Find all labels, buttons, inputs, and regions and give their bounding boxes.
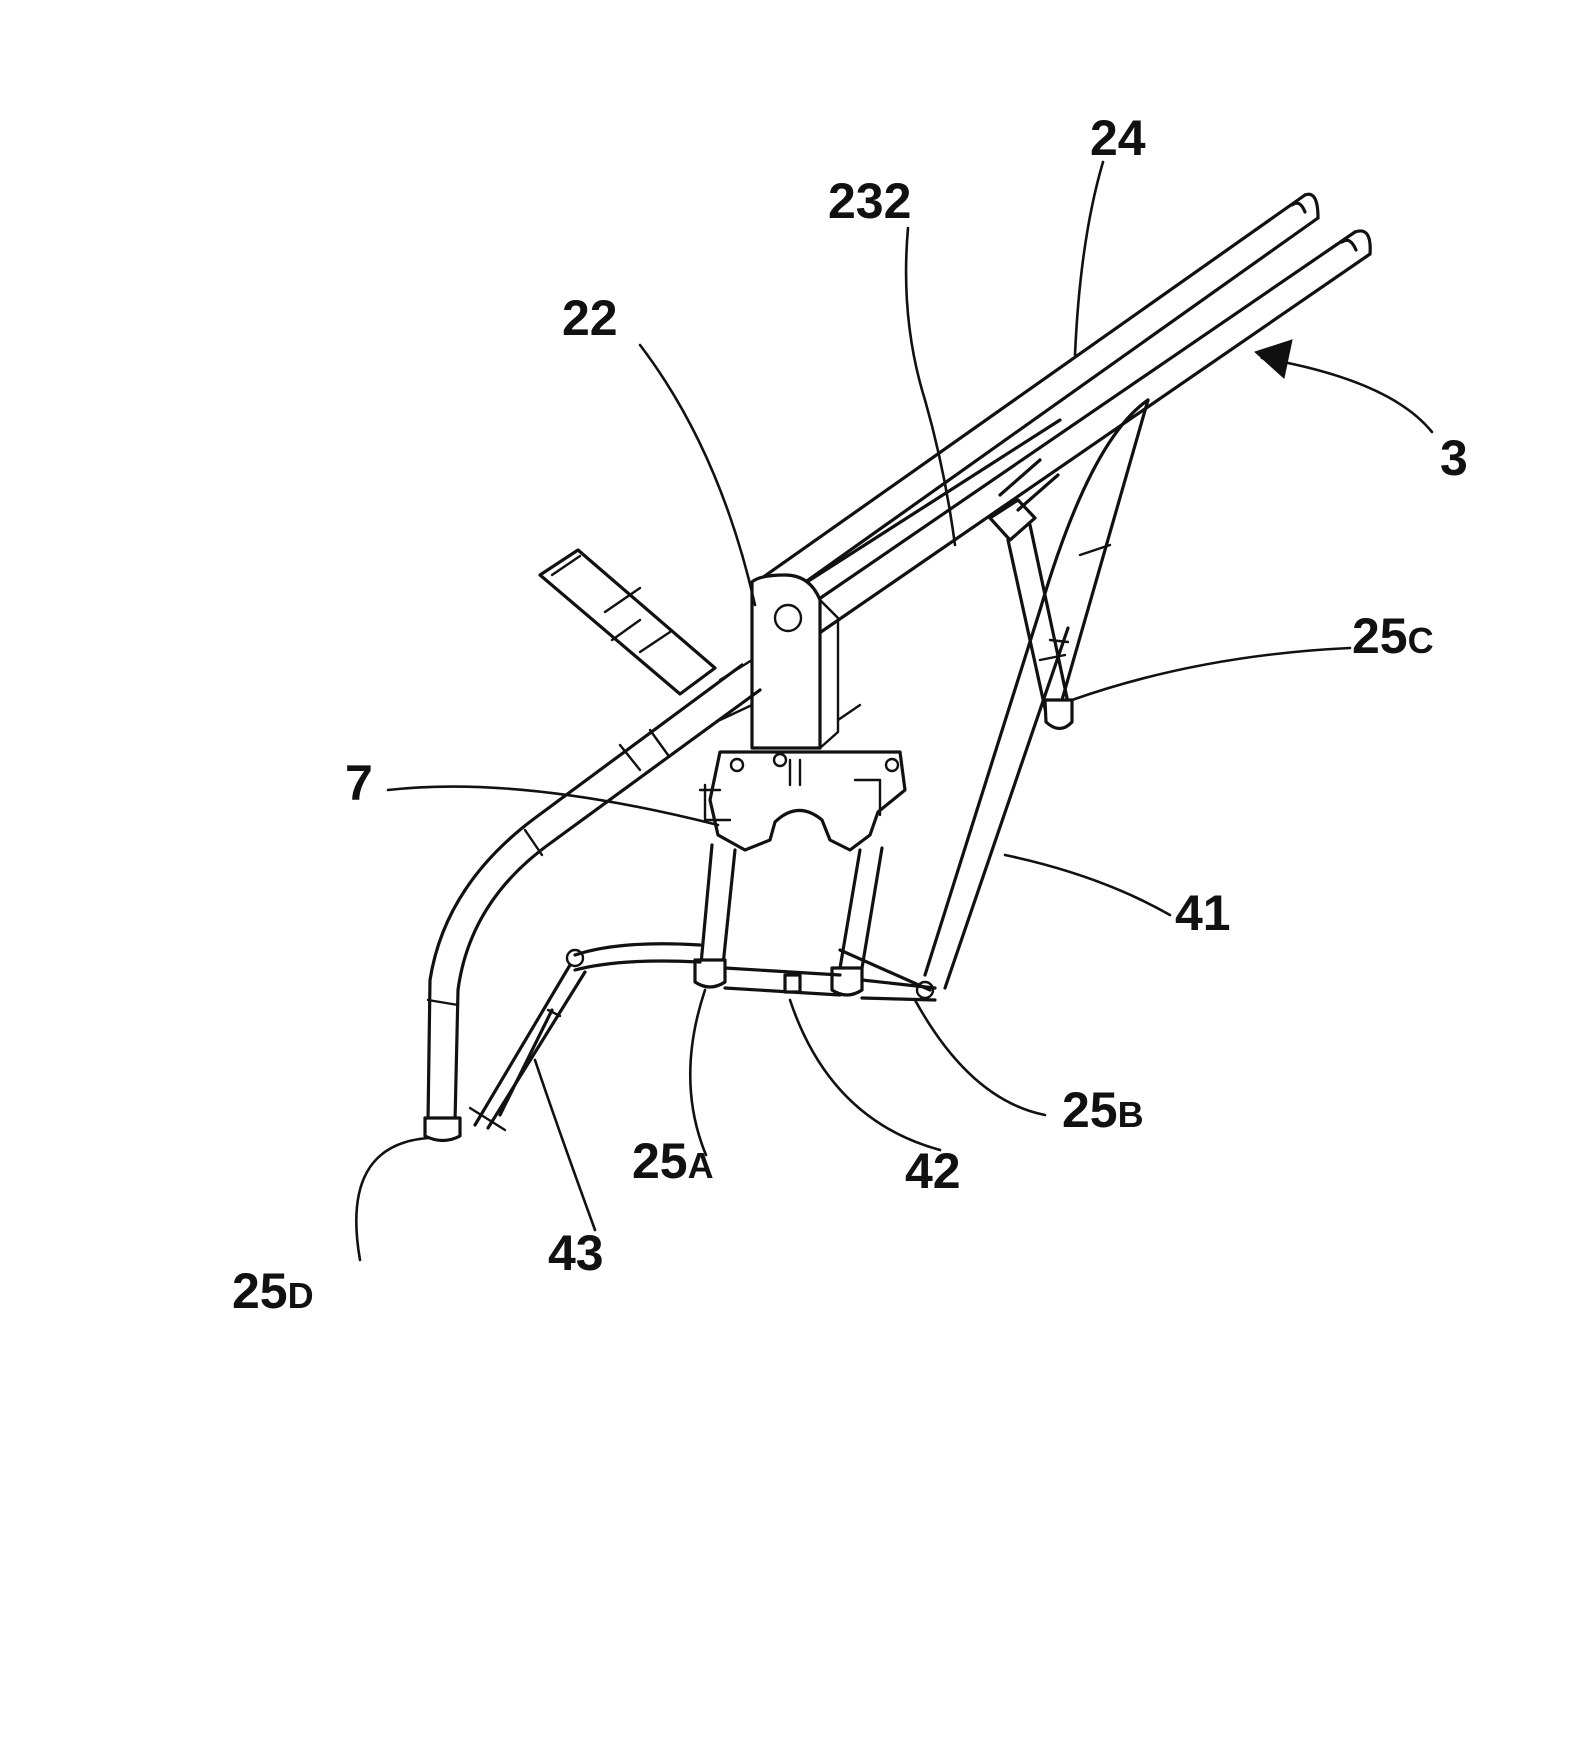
label-22: 22 bbox=[562, 290, 618, 346]
rail-left bbox=[425, 665, 760, 1141]
label-25c: 25C bbox=[1352, 608, 1434, 664]
label-25b: 25B bbox=[1062, 1082, 1144, 1138]
leader-232 bbox=[906, 228, 955, 545]
label-7: 7 bbox=[345, 755, 373, 811]
label-41: 41 bbox=[1175, 885, 1231, 941]
rail-24 bbox=[762, 194, 1318, 600]
arrow-head-3 bbox=[1255, 340, 1292, 378]
leader-25a bbox=[690, 990, 706, 1155]
leader-43 bbox=[535, 1060, 595, 1230]
leader-lines bbox=[356, 162, 1432, 1260]
label-43: 43 bbox=[548, 1225, 604, 1281]
label-24: 24 bbox=[1090, 110, 1146, 166]
leader-42 bbox=[790, 1000, 940, 1150]
leader-24 bbox=[1075, 162, 1103, 355]
label-232: 232 bbox=[828, 173, 911, 229]
label-3: 3 bbox=[1440, 430, 1468, 486]
mount-7 bbox=[700, 752, 905, 850]
bar-43 bbox=[470, 950, 585, 1130]
leader-41 bbox=[1005, 855, 1170, 915]
brace-41 bbox=[925, 400, 1148, 988]
leader-25b bbox=[915, 1000, 1045, 1115]
leader-25c bbox=[1072, 648, 1350, 700]
label-42: 42 bbox=[905, 1143, 961, 1199]
pedal-handle bbox=[540, 550, 715, 694]
label-25d: 25D bbox=[232, 1263, 314, 1319]
leader-22 bbox=[640, 345, 755, 605]
reference-labels: 24 232 22 3 25C 7 41 25B 25A 42 43 25D bbox=[232, 110, 1468, 1319]
strut-25c bbox=[990, 500, 1072, 729]
base-42 bbox=[575, 944, 935, 1000]
leader-3 bbox=[1262, 358, 1432, 432]
rail-3 bbox=[800, 231, 1370, 634]
leader-25d bbox=[356, 1138, 428, 1260]
hinge-22 bbox=[720, 575, 860, 748]
